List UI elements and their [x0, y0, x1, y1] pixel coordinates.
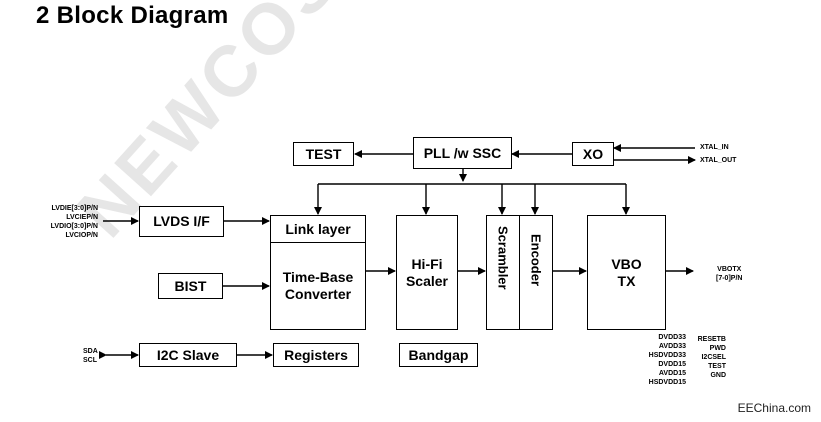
lvds-if-block: LVDS I/F — [139, 206, 224, 237]
control-pin: I2CSEL — [701, 354, 726, 361]
vbo-label-line1: VBO — [611, 255, 642, 272]
lvds-signal: LVDIE[3:0]P/N — [51, 205, 98, 212]
power-pin: AVDD15 — [658, 370, 686, 377]
control-pin-list: RESETB PWD I2CSEL TEST GND — [690, 335, 726, 380]
power-pin-list: DVDD33 AVDD33 HSDVDD33 DVDD15 AVDD15 HSD… — [640, 333, 686, 387]
hifi-label-line1: Hi-Fi — [411, 255, 443, 272]
scl-label: SCL — [83, 357, 97, 364]
encoder-block: Encoder — [519, 215, 553, 330]
xo-block: XO — [572, 142, 614, 166]
control-pin: GND — [710, 372, 726, 379]
power-pin: AVDD33 — [658, 343, 686, 350]
pll-ssc-block: PLL /w SSC — [413, 137, 512, 169]
time-base-label-line1: Time-Base — [282, 269, 354, 285]
xtal-in-label: XTAL_IN — [700, 144, 729, 151]
registers-block: Registers — [273, 343, 359, 367]
vbo-label-line2: TX — [617, 272, 636, 289]
bandgap-block: Bandgap — [399, 343, 478, 367]
lvds-signal: LVCIEP/N — [66, 214, 98, 221]
control-pin: TEST — [708, 363, 726, 370]
page-title: 2 Block Diagram — [36, 2, 229, 29]
vbotx-label-line2: [7-0]P/N — [716, 275, 743, 282]
scrambler-block: Scrambler — [486, 215, 520, 330]
hifi-label-line2: Scaler — [405, 272, 449, 289]
link-layer-block: Link layer — [270, 215, 366, 243]
power-pin: HSDVDD33 — [648, 352, 686, 359]
vbotx-label-line1: VBOTX — [717, 266, 742, 273]
sda-label: SDA — [83, 348, 98, 355]
power-pin: HSDVDD15 — [648, 379, 686, 386]
time-base-label-line2: Converter — [284, 286, 352, 302]
hifi-scaler-block: Hi-Fi Scaler — [396, 215, 458, 330]
control-pin: PWD — [709, 345, 726, 352]
lvds-signal: LVCIOP/N — [65, 232, 98, 239]
lvds-signal: LVDIO[3:0]P/N — [50, 223, 98, 230]
i2c-slave-block: I2C Slave — [139, 343, 237, 367]
vbotx-labels: VBOTX [7-0]P/N — [716, 265, 742, 283]
time-base-converter-block: Time-Base Converter — [270, 242, 366, 330]
power-pin: DVDD33 — [658, 334, 686, 341]
source-credit: EEChina.com — [737, 401, 811, 415]
bist-block: BIST — [158, 273, 223, 299]
xtal-out-label: XTAL_OUT — [700, 157, 737, 164]
vbo-tx-block: VBO TX — [587, 215, 666, 330]
power-pin: DVDD15 — [658, 361, 686, 368]
test-block: TEST — [293, 142, 354, 166]
control-pin: RESETB — [697, 336, 726, 343]
lvds-input-labels: LVDIE[3:0]P/N LVCIEP/N LVDIO[3:0]P/N LVC… — [30, 204, 98, 240]
